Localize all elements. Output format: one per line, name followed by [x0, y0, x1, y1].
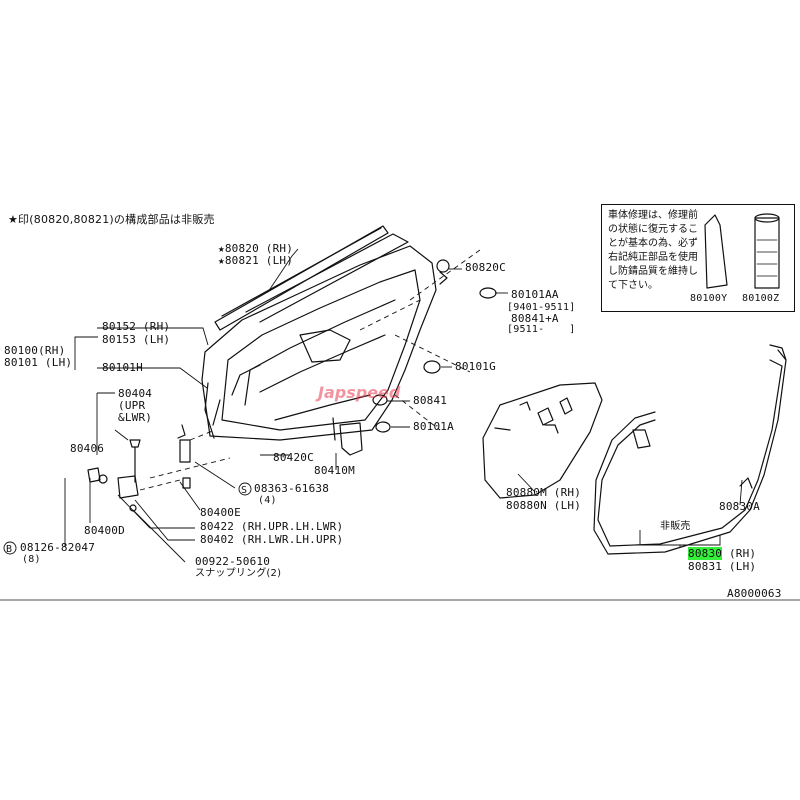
part-80420c[interactable]: 80420C — [273, 451, 314, 464]
door-weatherstrip-loop — [597, 359, 783, 547]
part-00922[interactable]: 00922-50610 — [195, 555, 271, 568]
plug-80101a — [375, 421, 391, 433]
not-sold-note: 非販売 — [660, 521, 691, 532]
part-80101h[interactable]: 80101H — [102, 361, 143, 374]
part-80100[interactable]: 80100(RH) — [4, 344, 66, 357]
part-80153[interactable]: 80153 (LH) — [102, 333, 171, 346]
svg-text:S: S — [241, 485, 247, 496]
date-range-1: [9401-9511] — [507, 302, 576, 313]
part-80101[interactable]: 80101 (LH) — [4, 356, 73, 369]
part-80422[interactable]: 80422 (RH.UPR.LH.LWR) — [200, 520, 344, 533]
part-80830[interactable]: 80830 (RH) — [688, 547, 757, 560]
part-80404[interactable]: 80404 — [118, 387, 153, 400]
qty-4: (4) — [258, 495, 277, 506]
part-08363[interactable]: 08363-61638 — [254, 482, 330, 495]
hinge-80402 — [117, 475, 139, 499]
part-80410m[interactable]: 80410M — [314, 464, 355, 477]
part-80830-side: (RH) — [722, 547, 757, 560]
hinge-80404 — [179, 439, 191, 463]
rust-prevention-text: 車体修理は、修理前の状態に復元することが基本の為、必ず右記純正部品を使用し防錆品… — [608, 210, 698, 291]
qty-8: (8) — [22, 554, 41, 565]
tube-80100y — [704, 214, 728, 289]
part-80880n[interactable]: 80880N (LH) — [506, 499, 582, 512]
clip-80101aa — [479, 287, 497, 299]
part-80404-lwr: &LWR) — [118, 411, 153, 424]
part-80100z[interactable]: 80100Z — [742, 293, 780, 304]
door-trim-panel — [482, 382, 603, 499]
part-80830a[interactable]: 80830A — [719, 500, 760, 513]
part-80831[interactable]: 80831 (LH) — [688, 560, 757, 573]
part-80404-upr: (UPR — [118, 399, 146, 412]
part-80820[interactable]: ★80820 (RH) — [218, 242, 294, 255]
weatherstrip-inner — [221, 227, 382, 317]
part-80880m[interactable]: 80880M (RH) — [506, 486, 582, 499]
part-80821[interactable]: ★80821 (LH) — [218, 254, 294, 267]
part-08126[interactable]: 08126-82047 — [20, 541, 96, 554]
part-80841[interactable]: 80841 — [413, 394, 448, 407]
rust-prevention-note-box: 車体修理は、修理前の状態に復元することが基本の為、必ず右記純正部品を使用し防錆品… — [601, 204, 795, 312]
plug-80841 — [372, 394, 388, 406]
part-80402[interactable]: 80402 (RH.LWR.LH.UPR) — [200, 533, 344, 546]
part-80820c[interactable]: 80820C — [465, 261, 506, 274]
hinge-80400d — [87, 467, 101, 483]
plug-80101g — [423, 360, 441, 374]
stopper-80410m — [339, 422, 363, 456]
sales-note: ★印(80820,80821)の構成部品は非販売 — [8, 213, 215, 226]
part-80152[interactable]: 80152 (RH) — [102, 320, 171, 333]
clip-80820c — [436, 259, 450, 273]
svg-text:B: B — [6, 544, 12, 555]
part-80841a[interactable]: 80841+A — [511, 312, 559, 325]
part-80400d[interactable]: 80400D — [84, 524, 125, 537]
door-outer-panel — [201, 245, 437, 441]
part-80830-highlight: 80830 — [688, 547, 723, 560]
bolt-80400e — [182, 477, 191, 489]
watermark-logo: Japspeed — [318, 383, 401, 402]
date-range-2: [9511- ] — [507, 324, 576, 335]
part-80406[interactable]: 80406 — [70, 442, 105, 455]
part-80100y[interactable]: 80100Y — [690, 293, 728, 304]
glass-run-strip — [245, 233, 409, 323]
door-inner-panel — [221, 269, 421, 431]
diagram-id: A8000063 — [727, 587, 782, 600]
part-80400e[interactable]: 80400E — [200, 506, 241, 519]
part-80101a[interactable]: 80101A — [413, 420, 454, 433]
part-80101aa[interactable]: 80101AA — [511, 288, 559, 301]
can-80100z — [754, 217, 780, 289]
part-80101g[interactable]: 80101G — [455, 360, 496, 373]
snap-ring-note: スナップリング(2) — [195, 568, 282, 579]
